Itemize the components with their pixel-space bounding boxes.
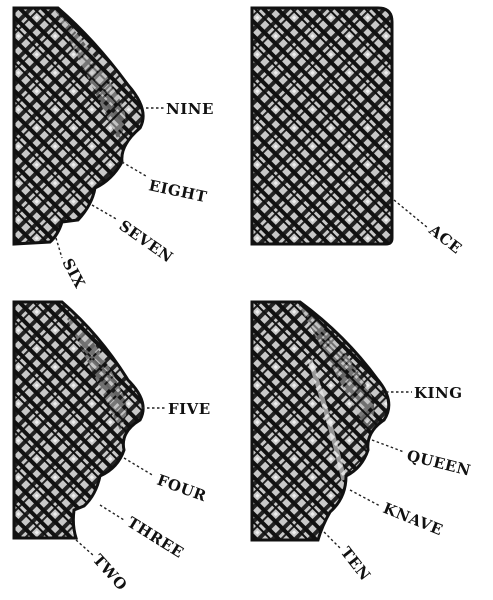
label-six: SIX xyxy=(58,255,88,291)
label-four: FOUR xyxy=(155,471,209,505)
group-five-to-two: FIVE FOUR THREE TWO xyxy=(14,302,211,594)
label-three: THREE xyxy=(124,513,187,562)
label-nine: NINE xyxy=(166,100,214,118)
label-seven: SEVEN xyxy=(116,217,177,267)
label-two: TWO xyxy=(89,551,131,595)
label-eight: EIGHT xyxy=(147,176,209,206)
label-king: KING xyxy=(414,384,463,402)
label-queen: QUEEN xyxy=(405,446,473,479)
group-king-to-ten: KING QUEEN KNAVE TEN xyxy=(252,302,473,584)
label-ten: TEN xyxy=(337,543,374,584)
label-five: FIVE xyxy=(168,400,211,418)
label-knave: KNAVE xyxy=(381,499,446,539)
group-ace: ACE xyxy=(252,8,465,258)
group-nine-to-six: NINE EIGHT SEVEN SIX xyxy=(14,8,214,291)
card-ace xyxy=(252,8,392,244)
label-ace: ACE xyxy=(425,220,466,257)
